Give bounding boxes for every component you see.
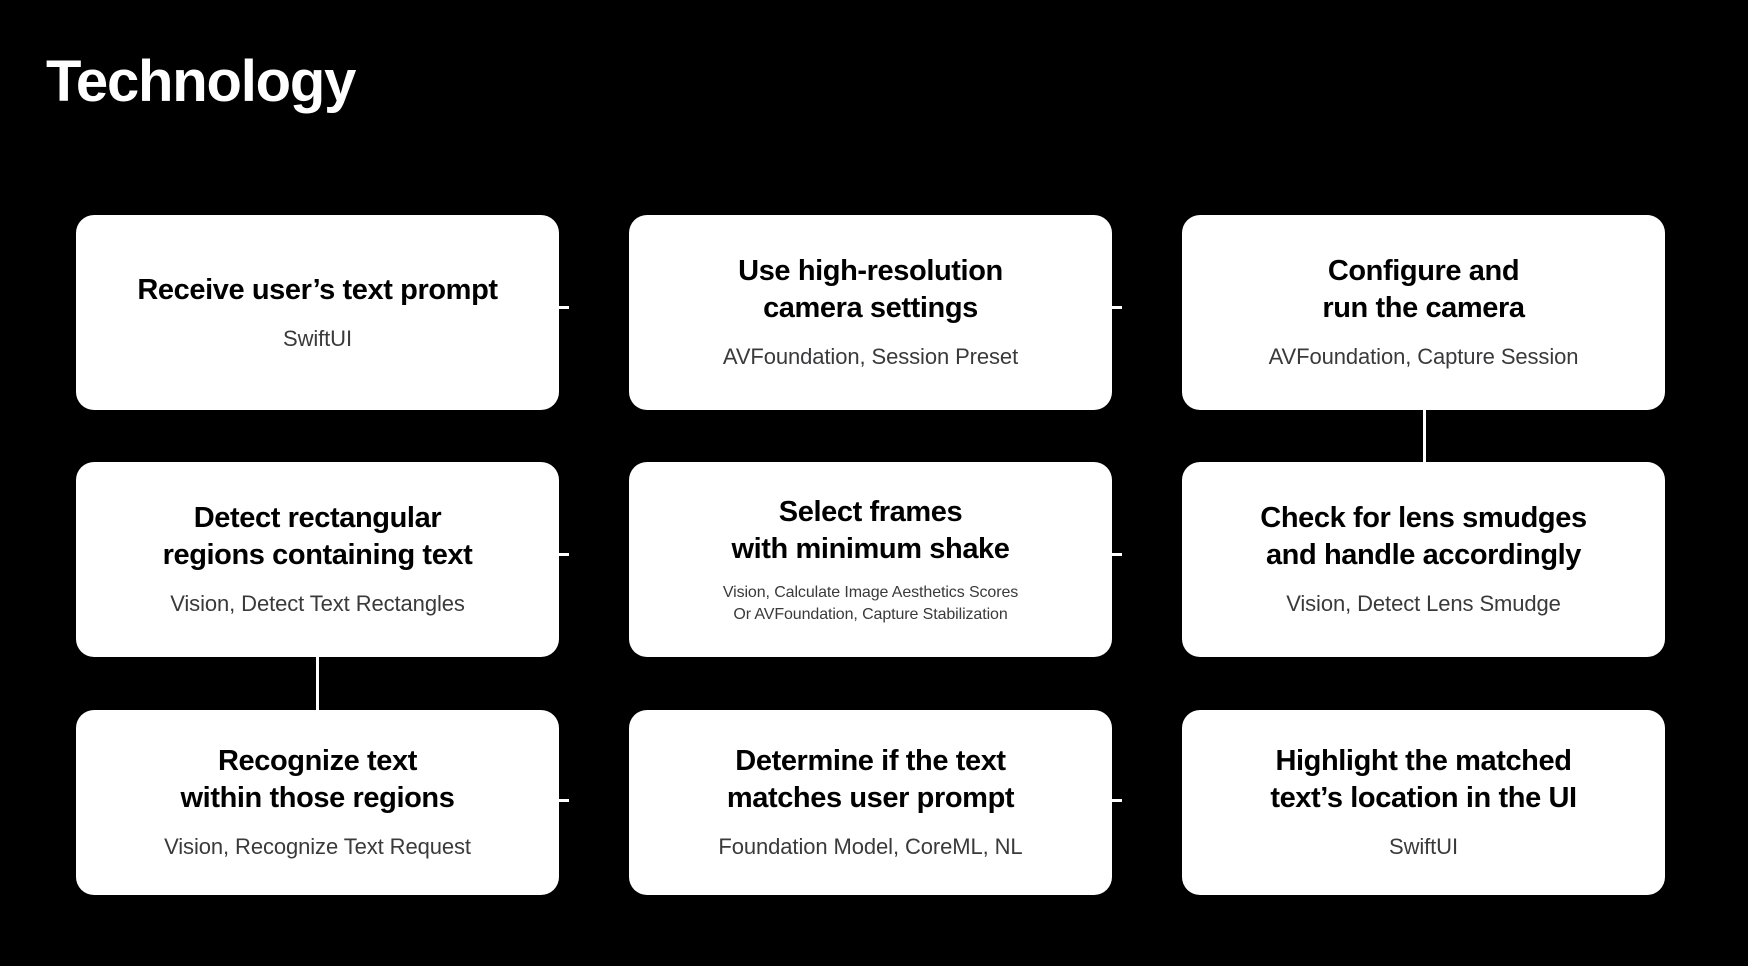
flow-card-receive-prompt[interactable]: Receive user’s text prompt SwiftUI [76, 215, 559, 410]
card-subtitle: Vision, Recognize Text Request [164, 834, 471, 860]
card-subtitle: Vision, Detect Lens Smudge [1286, 591, 1561, 617]
card-title: Configure and run the camera [1322, 255, 1525, 325]
card-title: Recognize text within those regions [180, 745, 455, 815]
card-title: Determine if the text matches user promp… [726, 745, 1015, 815]
flow-card-select-frames[interactable]: Select frames with minimum shake Vision,… [629, 462, 1112, 657]
flow-card-configure-run-camera[interactable]: Configure and run the camera AVFoundatio… [1182, 215, 1665, 410]
card-title: Highlight the matched text’s location in… [1270, 745, 1577, 815]
flow-card-check-lens-smudges[interactable]: Check for lens smudges and handle accord… [1182, 462, 1665, 657]
flow-card-detect-text-regions[interactable]: Detect rectangular regions containing te… [76, 462, 559, 657]
page-title: Technology [46, 49, 356, 114]
card-title: Use high-resolution camera settings [738, 255, 1003, 325]
flow-card-match-user-prompt[interactable]: Determine if the text matches user promp… [629, 710, 1112, 895]
flow-card-highlight-matched-text[interactable]: Highlight the matched text’s location in… [1182, 710, 1665, 895]
card-title: Receive user’s text prompt [137, 273, 498, 306]
card-title: Detect rectangular regions containing te… [162, 502, 473, 572]
card-title: Select frames with minimum shake [731, 495, 1010, 565]
card-subtitle: SwiftUI [1389, 834, 1458, 860]
flow-card-recognize-text[interactable]: Recognize text within those regions Visi… [76, 710, 559, 895]
connector-col0-row2-row3 [316, 603, 319, 713]
card-subtitle: AVFoundation, Capture Session [1268, 344, 1579, 370]
card-title: Check for lens smudges and handle accord… [1260, 502, 1587, 572]
card-subtitle: SwiftUI [283, 325, 352, 351]
card-subtitle: Vision, Detect Text Rectangles [170, 591, 465, 617]
card-subtitle: Foundation Model, CoreML, NL [718, 834, 1023, 860]
flow-card-high-resolution-camera[interactable]: Use high-resolution camera settings AVFo… [629, 215, 1112, 410]
flow-grid: Receive user’s text prompt SwiftUI Use h… [76, 215, 1665, 895]
connector-col2-row1-row2 [1423, 356, 1426, 466]
card-subtitle: Vision, Calculate Image Aesthetics Score… [722, 584, 1019, 623]
card-subtitle: AVFoundation, Session Preset [722, 344, 1019, 370]
